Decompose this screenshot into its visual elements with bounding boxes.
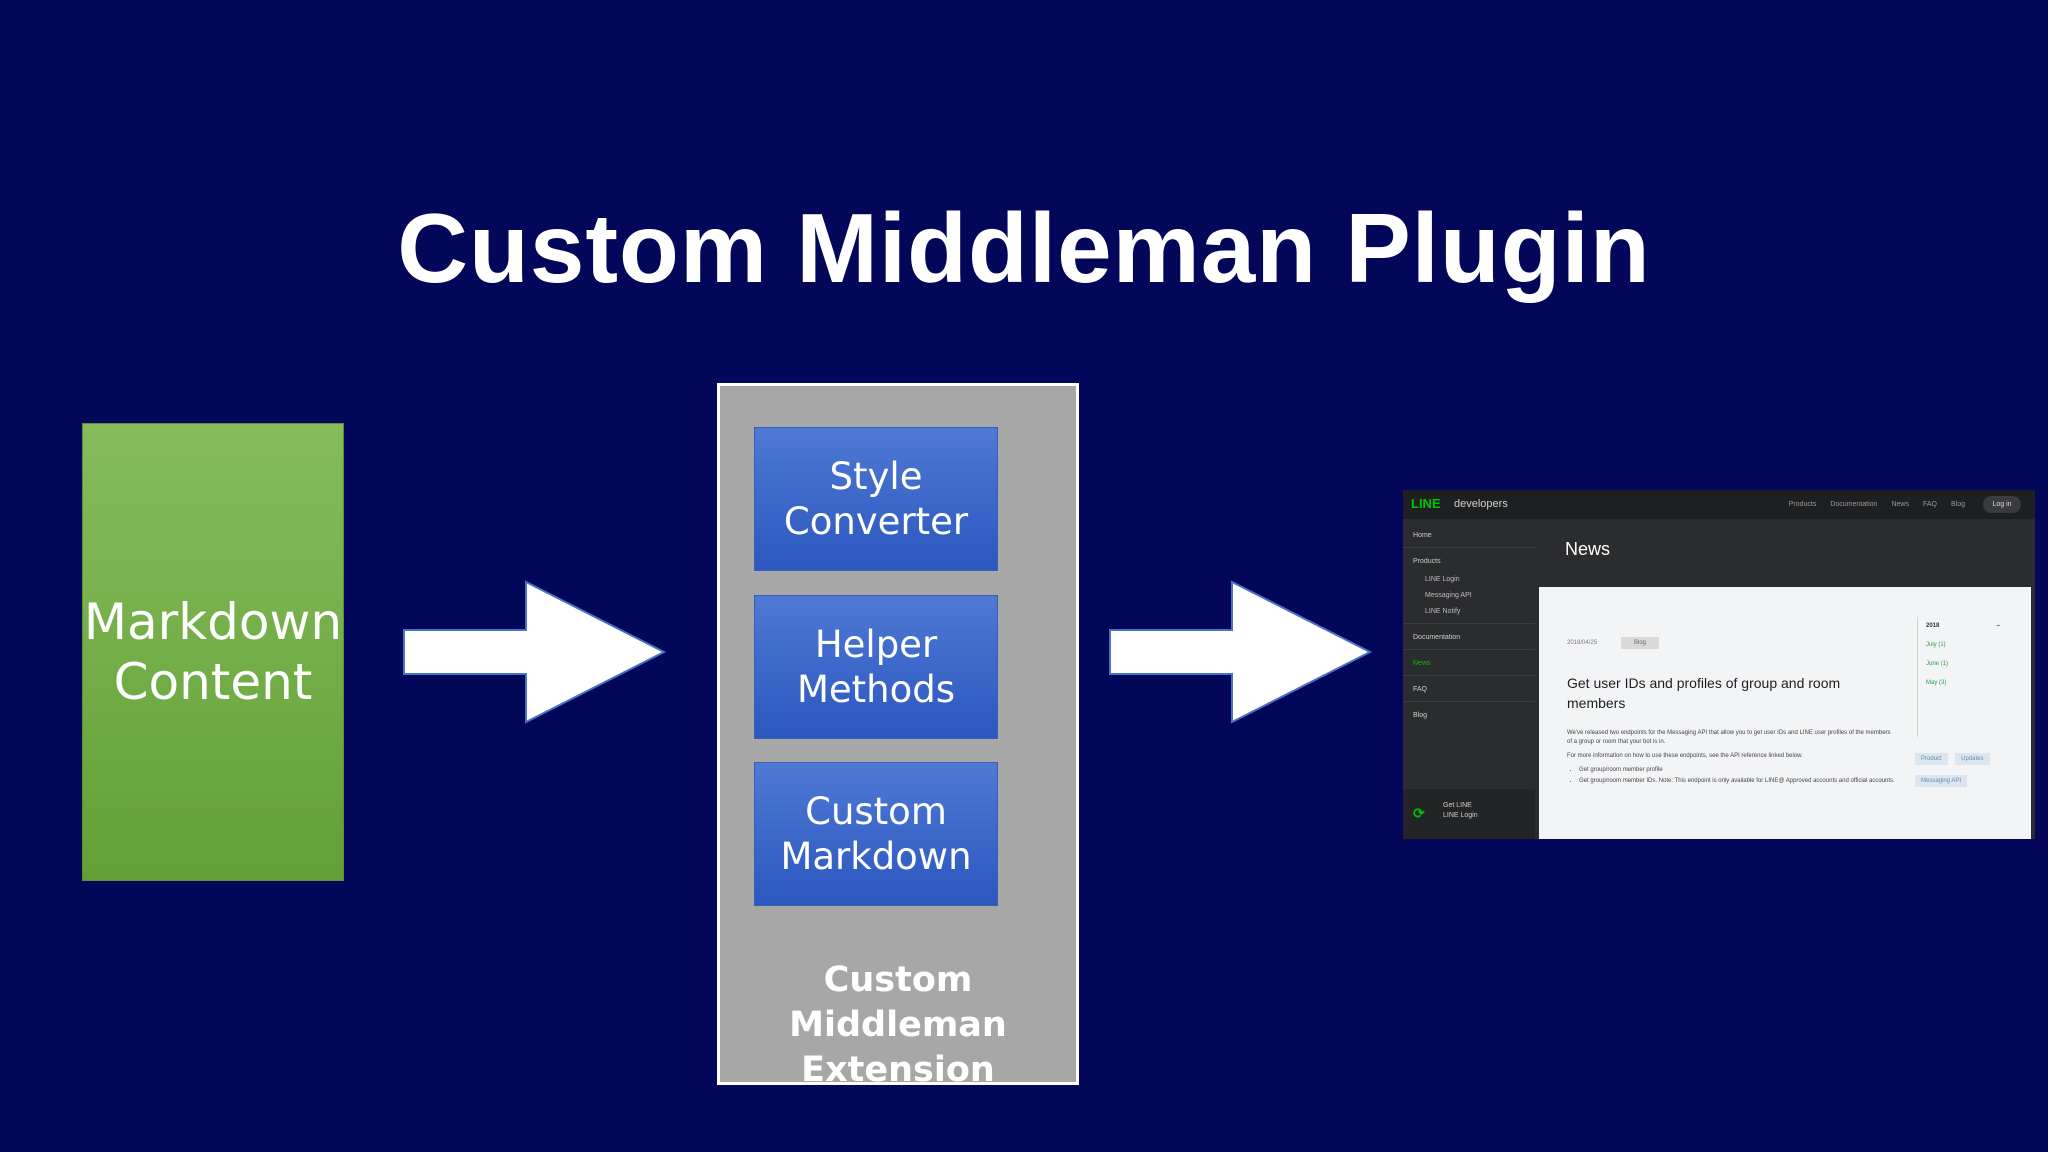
sidebar-item-line-notify: LINE Notify [1425,608,1461,615]
article-headline: Get user IDs and profiles of group and r… [1567,675,1841,711]
helper-methods-label: Helper Methods [796,623,956,711]
sidebar-item-faq: FAQ [1413,686,1428,693]
sidebar-divider [1403,701,1535,702]
arrow-1-icon [402,579,668,725]
toc-item: July (1) [1926,642,1946,648]
sidebar-item-messaging-api: Messaging API [1425,592,1472,599]
website-screenshot: LINE developers Products Documentation N… [1403,490,2035,839]
nav-item: Blog [1950,501,1965,508]
style-converter-module: Style Converter [754,427,998,571]
filter-button: Updates [1955,753,1990,765]
sidebar-item-home: Home [1413,532,1432,539]
site-sidebar: Home Products LINE Login Messaging API L… [1403,519,1535,839]
middleman-extension-box: Style Converter Helper Methods Custom Ma… [717,383,1079,1090]
login-button: Log in [1983,496,2021,513]
toc-year: 2018– [1926,623,2000,629]
toc-item: May (3) [1926,680,1947,686]
sidebar-footer-text: Get LINE LINE Login [1443,802,1478,819]
sidebar-divider [1403,675,1535,676]
article-date: 2018/04/25 [1567,640,1598,646]
site-nav: Products Documentation News FAQ Blog [1789,500,1965,509]
site-top-bar: LINE developers Products Documentation N… [1403,490,2035,519]
sidebar-item-documentation: Documentation [1413,634,1461,641]
style-converter-label: Style Converter [783,455,969,543]
helper-methods-module: Helper Methods [754,595,998,739]
article-body: We've released two endpoints for the Mes… [1567,729,1897,788]
page-title: News [1565,539,1611,559]
sidebar-item-line-login: LINE Login [1425,576,1460,583]
article-list: Get group/room member profile Get group/… [1567,766,1897,786]
article-list-item: Get group/room member profile [1579,766,1897,775]
article-paragraph: For more information on how to use these… [1567,753,1803,759]
article-list-item: Get group/room member IDs. Note: This en… [1579,777,1897,786]
sidebar-item-blog: Blog [1413,712,1428,719]
site-brand: developers [1454,498,1508,510]
sidebar-divider [1403,623,1535,624]
article-paragraph: We've released two endpoints for the Mes… [1567,730,1891,745]
nav-item: Documentation [1830,501,1878,508]
line-app-icon: ⟳ [1413,805,1425,821]
nav-item: FAQ [1922,501,1937,508]
custom-markdown-label: Custom Markdown [780,790,972,878]
slide-title: Custom Middleman Plugin [397,193,1651,303]
article-panel: 2018/04/25 Blog Get user IDs and profile… [1539,587,2031,839]
sidebar-item-products: Products [1413,558,1441,565]
filter-buttons: Product Updates Messaging API [1915,747,2005,791]
filter-button: Product [1915,753,1948,765]
arrow-2-icon [1108,579,1374,725]
sidebar-divider [1403,547,1535,548]
page-header: News [1535,519,2035,577]
line-logo: LINE [1411,496,1441,511]
extension-label: Custom Middleman Extension [789,960,1007,1090]
article-tag: Blog [1621,637,1659,649]
custom-markdown-module: Custom Markdown [754,762,998,906]
filter-button: Messaging API [1915,775,1968,787]
sidebar-item-news: News [1413,660,1431,667]
toc-item: June (1) [1926,661,1949,667]
nav-item: Products [1788,501,1817,508]
sidebar-footer: ⟳ Get LINE LINE Login [1403,789,1535,839]
nav-item: News [1891,501,1909,508]
sidebar-divider [1403,649,1535,650]
markdown-content-box: Markdown Content [82,423,344,881]
archive-toc: 2018– July (1) June (1) May (3) [1917,617,2006,737]
markdown-content-label: Markdown Content [83,593,343,711]
